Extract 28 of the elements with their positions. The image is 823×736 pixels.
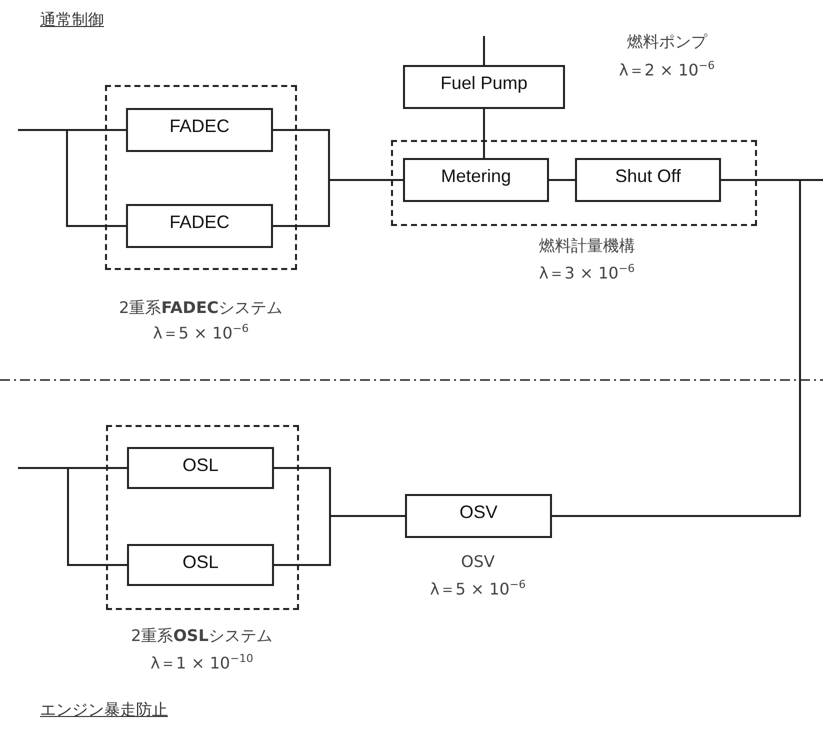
component-box: Shut Off	[575, 158, 721, 202]
failure-rate: λ＝5 × 10$^{−6}$	[153, 321, 249, 344]
system-label: 2重系FADECシステム	[119, 298, 283, 318]
connector-line	[552, 179, 801, 517]
component-box: OSV	[405, 494, 552, 538]
component-box: OSL	[127, 447, 274, 489]
component-box: FADEC	[126, 204, 273, 248]
section-heading: 通常制御	[40, 10, 104, 31]
connector-line	[273, 179, 403, 227]
system-label: 2重系OSLシステム	[131, 626, 273, 646]
connector-line	[274, 515, 405, 566]
connector-line	[549, 179, 575, 181]
component-label: 燃料ポンプ	[627, 32, 707, 52]
component-box: Metering	[403, 158, 549, 202]
connector-line	[18, 129, 126, 227]
component-box: OSL	[127, 544, 274, 586]
connector-line	[483, 109, 485, 158]
connector-line	[483, 36, 485, 65]
system-label: 燃料計量機構	[539, 236, 635, 256]
component-box: FADEC	[126, 108, 273, 152]
component-label: OSV	[461, 552, 495, 572]
section-heading: エンジン暴走防止	[40, 700, 168, 721]
failure-rate: λ＝5 × 10$^{−6}$	[430, 577, 526, 600]
failure-rate: λ＝3 × 10$^{−6}$	[539, 261, 635, 284]
failure-rate: λ＝1 × 10$^{−10}$	[150, 651, 254, 674]
connector-line	[18, 467, 127, 566]
component-box: Fuel Pump	[403, 65, 565, 109]
failure-rate: λ＝2 × 10$^{−6}$	[619, 58, 715, 80]
